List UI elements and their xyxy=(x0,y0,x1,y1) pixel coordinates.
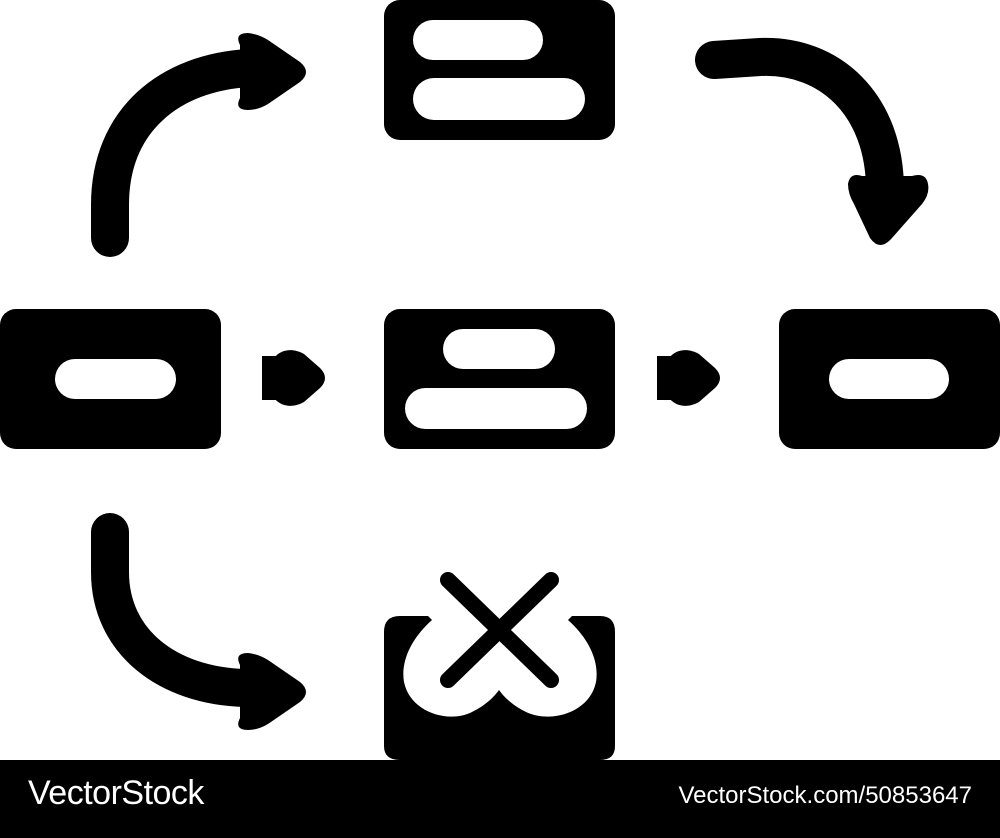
arrow-center-to-right xyxy=(657,350,720,406)
brand-watermark: VectorStock xyxy=(28,774,204,812)
arrow-top-to-right xyxy=(695,37,929,245)
arrow-left-to-bottom xyxy=(91,513,306,730)
node-right-card xyxy=(779,309,1000,449)
workflow-diagram xyxy=(0,0,1000,760)
arrow-left-to-center xyxy=(262,350,325,406)
node-center-card xyxy=(384,309,615,449)
node-bottom-rejected-tray xyxy=(384,572,615,760)
arrow-left-to-top xyxy=(91,33,306,257)
image-id-watermark: VectorStock.com/50853647 xyxy=(678,782,972,809)
node-left-card xyxy=(0,309,221,449)
reject-x-icon xyxy=(440,572,559,688)
node-top-card xyxy=(384,0,615,140)
watermark-footer: VectorStock VectorStock.com/50853647 xyxy=(0,760,1000,838)
